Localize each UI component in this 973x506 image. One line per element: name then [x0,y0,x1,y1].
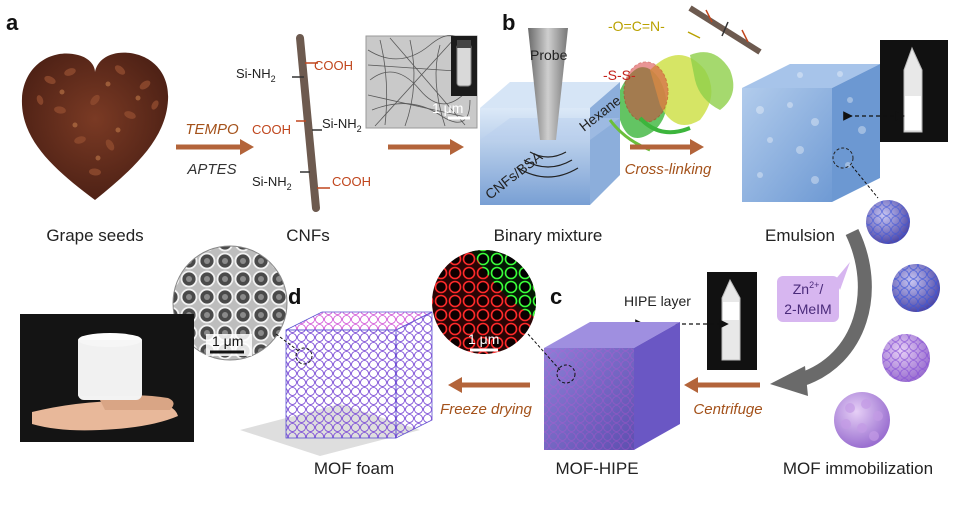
panel-label-d: d [288,284,301,309]
label-cooh-1: COOH [314,58,353,73]
arrow-tempo-aptes [176,139,254,155]
mof-hipe-cube [544,322,680,450]
confocal-pointer [527,333,561,371]
droplet-zoom-pointer [851,165,879,199]
hipe-vial-photo [707,272,757,370]
arrow-freeze-drying [448,377,530,393]
caption-emulsion: Emulsion [765,226,835,245]
caption-mof-hipe: MOF-HIPE [555,459,638,478]
label-freeze-drying: Freeze drying [440,401,532,418]
mof-droplet-1 [866,200,910,244]
tem-scale-label: 1 μm [432,100,463,116]
cnf-rod [292,34,330,212]
label-isocyanate: -O=C=N- [608,18,665,34]
sem-scale-label: 1 μm [212,333,243,349]
caption-mof-immobilization: MOF immobilization [783,459,933,478]
label-aptes: APTES [186,161,236,178]
sem-pointer [275,333,301,353]
label-si-nh2-3: Si-NH2 [252,174,292,192]
caption-cnfs: CNFs [286,226,329,245]
binary-mixture-beaker [480,28,620,205]
mof-droplet-4 [834,392,890,448]
arrow-to-binary [388,139,464,155]
mof-foam-hand-photo [20,314,194,442]
label-zn: Zn2+/ [793,280,824,297]
emulsion-vial-photo [880,40,948,142]
sem-image [172,245,288,361]
mof-droplet-3 [882,334,930,382]
label-crosslinking: Cross-linking [625,161,712,178]
label-si-nh2-2: Si-NH2 [322,116,362,134]
label-centrifuge: Centrifuge [693,401,762,418]
label-cooh-2: COOH [252,122,291,137]
caption-binary-mixture: Binary mixture [494,226,603,245]
cnf-tem-image [365,35,478,129]
label-cooh-3: COOH [332,174,371,189]
crosslinking-protein-illustration [608,5,762,152]
label-probe: Probe [530,47,568,63]
panel-label-b: b [502,10,515,35]
mof-foam-cube [240,311,433,456]
arrow-centrifuge [684,377,760,393]
label-hipe-layer: HIPE layer [624,293,691,309]
grape-seeds-image [21,52,169,201]
panel-label-a: a [6,10,19,35]
mof-droplet-2 [892,264,940,312]
label-tempo: TEMPO [185,121,239,138]
arrow-crosslinking [630,139,704,155]
arrow-mof-immobilization [770,228,872,396]
zn-2meim-tag [777,262,850,322]
panel-label-c: c [550,284,562,309]
label-si-nh2-1: Si-NH2 [236,66,276,84]
label-disulfide: -S-S- [603,67,636,83]
confocal-scale-label: 1 μm [468,331,499,347]
label-2meim: 2-MeIM [784,301,831,317]
emulsion-cube [742,64,880,202]
caption-grape-seeds: Grape seeds [46,226,143,245]
caption-mof-foam: MOF foam [314,459,394,478]
